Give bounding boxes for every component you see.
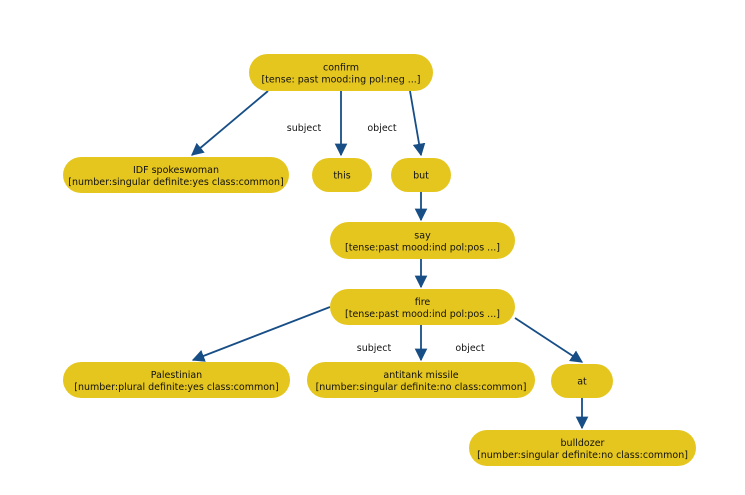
node-shape bbox=[391, 158, 451, 192]
node-shape bbox=[551, 364, 613, 398]
node-features: [number:plural definite:yes class:common… bbox=[74, 382, 279, 393]
node-fire: fire[tense:past mood:ind pol:pos ...] bbox=[330, 289, 515, 325]
edges bbox=[191, 90, 589, 430]
node-label: but bbox=[413, 171, 429, 182]
node-idf-spokeswoman: IDF spokeswoman[number:singular definite… bbox=[63, 157, 289, 193]
node-label: antitank missile bbox=[383, 370, 458, 381]
node-at: at bbox=[551, 364, 613, 398]
node-confirm: confirm[tense: past mood:ing pol:neg ...… bbox=[249, 54, 433, 91]
node-features: [number:singular definite:no class:commo… bbox=[477, 450, 688, 461]
node-shape bbox=[469, 430, 696, 466]
node-features: [tense:past mood:ind pol:pos ...] bbox=[345, 243, 500, 254]
node-but: but bbox=[391, 158, 451, 192]
node-label: IDF spokeswoman bbox=[133, 165, 219, 176]
edge-label-object: object bbox=[455, 343, 485, 354]
node-label: say bbox=[414, 231, 431, 242]
node-label: this bbox=[333, 171, 350, 182]
node-shape bbox=[307, 362, 535, 398]
node-bulldozer: bulldozer[number:singular definite:no cl… bbox=[469, 430, 696, 466]
edge-label-subject: subject bbox=[357, 343, 392, 354]
node-shape bbox=[63, 362, 290, 398]
node-features: [tense: past mood:ing pol:neg ...] bbox=[261, 75, 420, 86]
node-shape bbox=[330, 222, 515, 259]
edge-labels: subject object subject object bbox=[287, 123, 485, 354]
node-label: at bbox=[577, 377, 587, 388]
node-label: Palestinian bbox=[151, 370, 202, 381]
edge-confirm-to-but bbox=[409, 90, 426, 157]
edge-fire-to-at bbox=[514, 317, 584, 363]
node-label: fire bbox=[415, 297, 431, 308]
node-shape bbox=[312, 158, 372, 192]
edge-label-object: object bbox=[367, 123, 397, 134]
edge-confirm-to-idf-spokeswoman bbox=[191, 90, 269, 156]
node-shape bbox=[249, 54, 433, 91]
node-shape bbox=[63, 157, 289, 193]
node-antitank-missile: antitank missile[number:singular definit… bbox=[307, 362, 535, 398]
node-features: [number:singular definite:no class:commo… bbox=[316, 382, 527, 393]
node-shape bbox=[330, 289, 515, 325]
node-say: say[tense:past mood:ind pol:pos ...] bbox=[330, 222, 515, 259]
node-features: [number:singular definite:yes class:comm… bbox=[68, 177, 283, 188]
node-this: this bbox=[312, 158, 372, 192]
node-features: [tense:past mood:ind pol:pos ...] bbox=[345, 309, 500, 320]
edge-label-subject: subject bbox=[287, 123, 322, 134]
nodes: confirm[tense: past mood:ing pol:neg ...… bbox=[63, 54, 696, 466]
node-label: confirm bbox=[323, 63, 359, 74]
node-palestinian: Palestinian[number:plural definite:yes c… bbox=[63, 362, 290, 398]
node-label: bulldozer bbox=[561, 438, 605, 449]
edge-fire-to-palestinian bbox=[191, 306, 331, 362]
